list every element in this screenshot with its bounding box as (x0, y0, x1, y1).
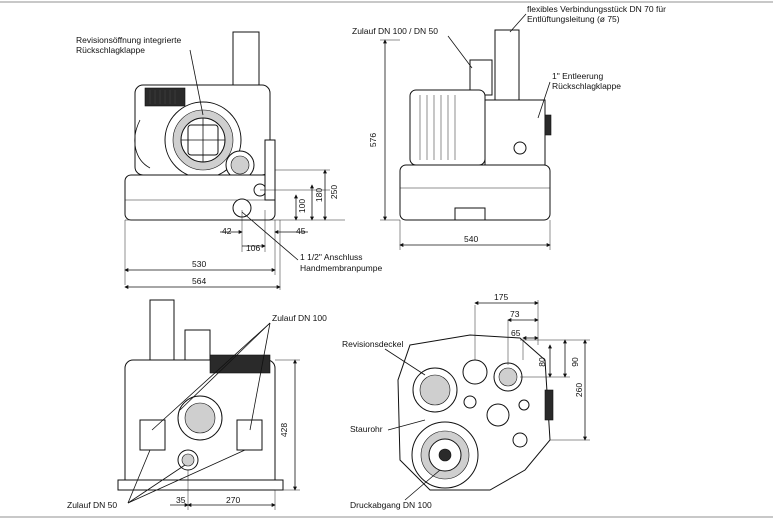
label-anschluss-1: 1 1/2" Anschluss (300, 252, 363, 262)
rear-view: 428 35 270 Zulauf DN 100 Zulauf DN 50 (67, 299, 327, 510)
label-entleerung-2: Rückschlagklappe (552, 81, 621, 91)
dim-100: 100 (297, 199, 307, 213)
dim-65: 65 (511, 328, 521, 338)
top-view: 175 73 65 80 90 260 Revisionsdeckel Stau… (342, 292, 590, 510)
label-flexibles-1: flexibles Verbindungsstück DN 70 für (527, 4, 666, 14)
rear-vent-pipe (149, 299, 175, 361)
dim-428: 428 (279, 423, 289, 437)
label-zulauf-dn100: Zulauf DN 100 (272, 313, 327, 323)
label-revisionsdeckel: Revisionsdeckel (342, 339, 404, 349)
dim-90: 90 (570, 357, 580, 367)
dim-175: 175 (494, 292, 508, 302)
dim-564: 564 (192, 276, 206, 286)
label-entleerung-1: 1" Entleerung (552, 71, 603, 81)
side-vent-pipe (494, 29, 520, 111)
dim-260: 260 (574, 383, 584, 397)
side-motor (409, 89, 486, 166)
tank-body (124, 174, 276, 221)
side-view: 576 540 Zulauf DN 100 / DN 50 flexibles … (352, 4, 666, 250)
label-revisionsoeffnung-2: Rückschlagklappe (76, 45, 145, 55)
label-revisionsoeffnung-1: Revisionsöffnung integrierte (76, 35, 181, 45)
dim-270: 270 (226, 495, 240, 505)
dim-73: 73 (510, 309, 520, 319)
label-flexibles-2: Entlüftungsleitung (ø 75) (527, 14, 620, 24)
label-staurohr: Staurohr (350, 424, 383, 434)
front-view: 250 180 100 42 45 106 530 564 Revisionsö… (76, 31, 382, 290)
dim-530: 530 (192, 259, 206, 269)
dim-42: 42 (222, 226, 232, 236)
dim-106: 106 (246, 243, 260, 253)
dim-576: 576 (368, 133, 378, 147)
label-druckabgang: Druckabgang DN 100 (350, 500, 432, 510)
label-anschluss-2: Handmembranpumpe (300, 263, 382, 273)
dim-80: 80 (537, 357, 547, 367)
dim-35: 35 (176, 495, 186, 505)
dim-250: 250 (329, 185, 339, 199)
dim-180: 180 (314, 188, 324, 202)
dim-540: 540 (464, 234, 478, 244)
dim-45: 45 (296, 226, 306, 236)
label-zulauf-dn100-50: Zulauf DN 100 / DN 50 (352, 26, 438, 36)
label-zulauf-dn50: Zulauf DN 50 (67, 500, 117, 510)
